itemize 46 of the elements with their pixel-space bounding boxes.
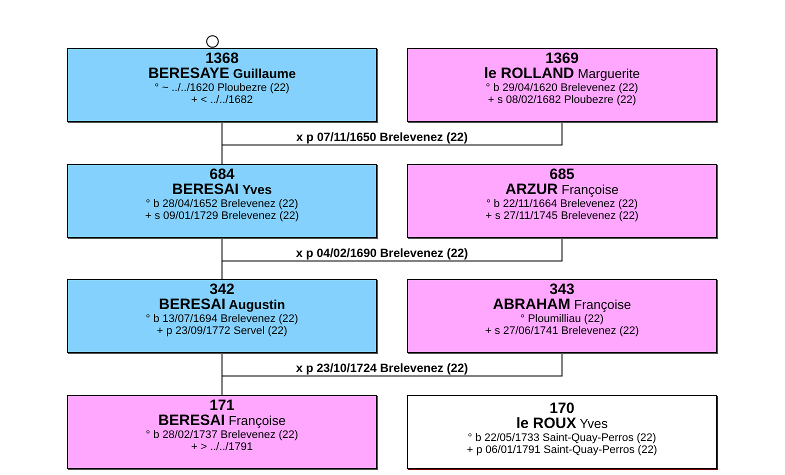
marriage-line bbox=[222, 352, 562, 376]
life-event-text: ° b 22/05/1733 Saint-Quay-Perros (22) bbox=[468, 432, 656, 444]
person-name: BERESAI Augustin bbox=[158, 297, 286, 313]
edge-label: x p 07/11/1650 Brelevenez (22) bbox=[295, 131, 469, 144]
edge-label: x p 23/10/1724 Brelevenez (22) bbox=[294, 362, 470, 375]
sosa-number: 171 bbox=[209, 399, 235, 413]
person-box bbox=[67, 48, 377, 122]
life-event-text: + p 23/09/1772 Servel (22) bbox=[156, 325, 288, 337]
person-name: ARZUR Françoise bbox=[505, 182, 619, 198]
life-event-text: ° b 28/02/1737 Brelevenez (22) bbox=[146, 429, 298, 441]
person-name: ABRAHAM Françoise bbox=[492, 297, 632, 313]
person-box bbox=[407, 48, 717, 122]
life-event-text: ° b 13/07/1694 Brelevenez (22) bbox=[146, 313, 298, 325]
life-event-text: ° Ploumilliau (22) bbox=[520, 313, 604, 325]
sosa-number: 685 bbox=[549, 168, 575, 182]
person-name: BERESAI Françoise bbox=[158, 413, 286, 429]
person-box bbox=[407, 395, 717, 469]
sosa-number: 1369 bbox=[545, 52, 579, 66]
person-box bbox=[407, 279, 717, 353]
sosa-number: 343 bbox=[549, 283, 575, 297]
life-event-text: + > ../../1791 bbox=[191, 441, 253, 453]
life-event-text: ° b 28/04/1652 Brelevenez (22) bbox=[146, 198, 298, 210]
life-event-text: + s 27/11/1745 Brelevenez (22) bbox=[486, 210, 638, 222]
marriage-line bbox=[222, 238, 562, 262]
life-event-text: ° b 22/11/1664 Brelevenez (22) bbox=[486, 198, 638, 210]
person-name: BERESAYE Guillaume bbox=[148, 66, 296, 82]
person-name: le ROUX Yves bbox=[516, 416, 608, 432]
marriage-line bbox=[222, 122, 562, 146]
life-event-text: ° ~ ../../1620 Ploubezre (22) bbox=[154, 82, 290, 94]
person-name: BERESAI Yves bbox=[172, 182, 272, 198]
sosa-number: 684 bbox=[209, 168, 235, 182]
person-box bbox=[67, 164, 377, 238]
person-box bbox=[407, 164, 717, 238]
sosa-number: 342 bbox=[209, 283, 235, 297]
life-event-text: + s 08/02/1682 Ploubezre (22) bbox=[488, 94, 636, 106]
life-event-text: + < ../../1682 bbox=[191, 94, 253, 106]
life-event-text: + s 27/06/1741 Brelevenez (22) bbox=[485, 325, 639, 337]
life-event-text: + s 09/01/1729 Brelevenez (22) bbox=[145, 210, 299, 222]
person-name: le ROLLAND Marguerite bbox=[484, 66, 640, 82]
life-event-text: ° b 29/04/1620 Brelevenez (22) bbox=[486, 82, 638, 94]
person-box bbox=[67, 395, 377, 469]
life-event-text: + p 06/01/1791 Saint-Quay-Perros (22) bbox=[466, 444, 658, 456]
edge-label: x p 04/02/1690 Brelevenez (22) bbox=[294, 247, 470, 260]
sosa-number: 170 bbox=[549, 402, 575, 416]
sosa-number: 1368 bbox=[205, 52, 239, 66]
person-box bbox=[67, 279, 377, 353]
